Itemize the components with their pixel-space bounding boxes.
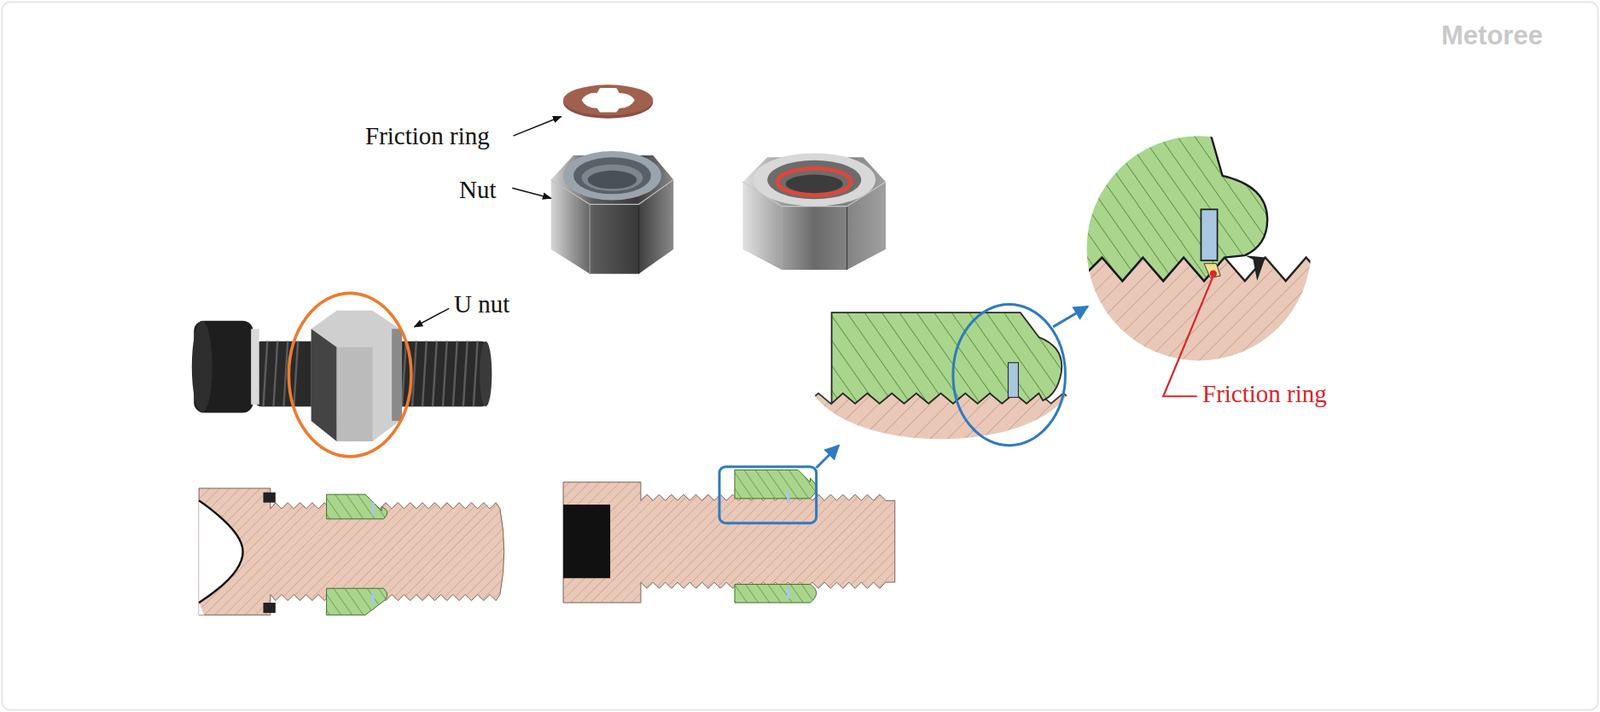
part-label: Friction ring [365, 122, 490, 151]
section-view-left [198, 488, 505, 615]
bolt-assembly [192, 292, 493, 456]
zoom-detail [806, 304, 1088, 446]
part-label: Nut [459, 176, 497, 204]
part-label: Friction ring [1202, 380, 1327, 408]
part-label: U nut [453, 290, 510, 319]
magnified-detail [1082, 133, 1327, 379]
nut-with-ring-part [743, 152, 886, 269]
friction-ring-part [563, 84, 653, 118]
section-view-right [563, 445, 896, 603]
watermark: Metoree [1441, 21, 1543, 51]
red-leader-line [1163, 275, 1214, 396]
nut-part [551, 151, 674, 274]
